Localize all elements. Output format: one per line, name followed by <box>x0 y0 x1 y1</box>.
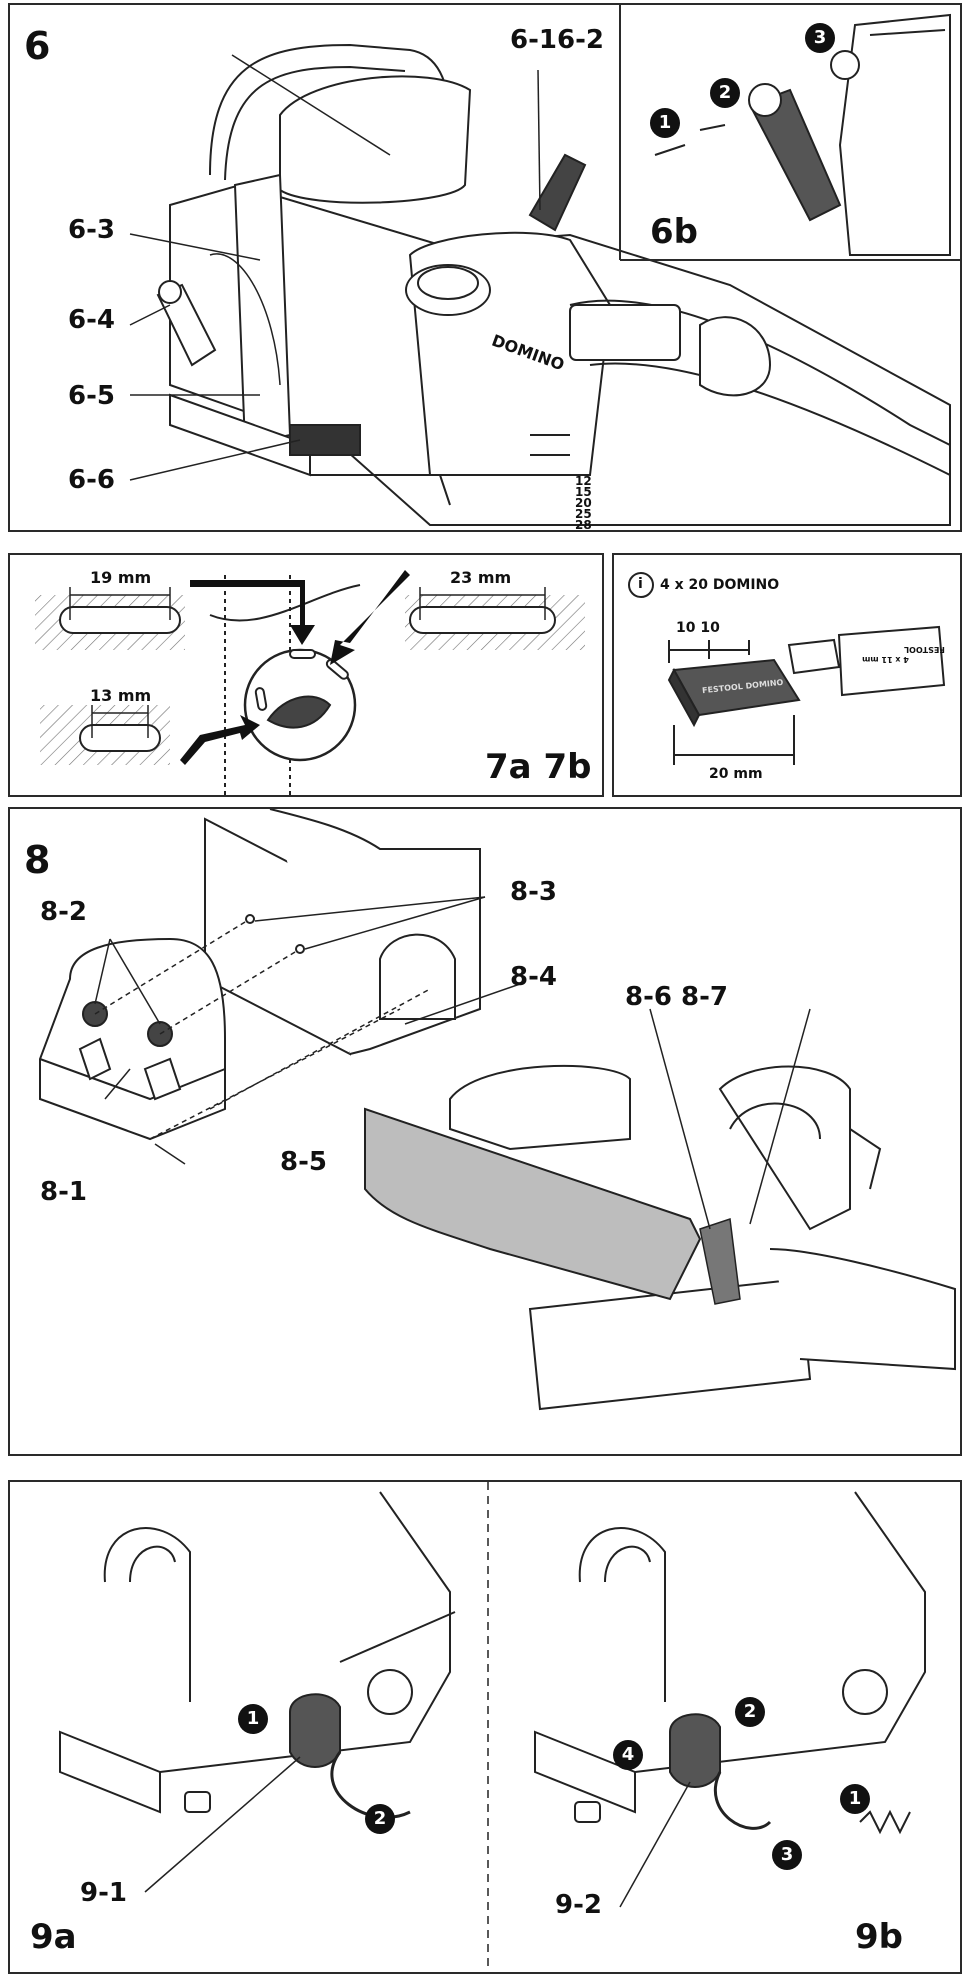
callout-label: 8-5 <box>280 1147 327 1177</box>
info-text: 4 x 20 DOMINO <box>660 577 780 593</box>
step-badge: 2 <box>710 78 740 108</box>
callout-label: 9-1 <box>80 1878 127 1908</box>
callout-label: 8-1 <box>40 1177 87 1207</box>
figure-7b-drawing <box>628 572 946 765</box>
slot-width-label: 19 mm <box>90 568 152 587</box>
inset-number: 6b <box>650 212 698 252</box>
bit-print: 4 x 11 mm <box>862 655 909 664</box>
callout-label: 8-3 <box>510 877 557 907</box>
step-badge: 1 <box>238 1704 268 1734</box>
figure-number: 7a 7b <box>485 747 592 787</box>
step-badge: 1 <box>650 108 680 138</box>
figure-6-drawing <box>129 5 960 526</box>
figure-number: 9b <box>855 1917 903 1957</box>
callout-label: 6-5 <box>68 381 115 411</box>
step-badge: 2 <box>365 1804 395 1834</box>
callout-label: 6-3 <box>68 215 115 245</box>
info-icon: i <box>638 576 643 592</box>
callout-label: 6-6 <box>68 465 115 495</box>
callout-label: 9-2 <box>555 1890 602 1920</box>
callout-label: 6-4 <box>68 305 115 335</box>
slot-width-label: 23 mm <box>450 568 512 587</box>
figure-6-panel: 6 6-3 6-4 6-5 6-6 6-16-2 DOMINO 12 15 20… <box>8 3 962 532</box>
figure-number: 9a <box>30 1917 77 1957</box>
figure-9-panel: 1 2 9-1 9a 1 2 3 4 9-2 9b <box>8 1480 962 1974</box>
figure-9-drawing <box>59 1482 926 1972</box>
step-badge: 4 <box>613 1740 643 1770</box>
figure-7a-panel: 19 mm 23 mm 13 mm 7a 7b <box>8 553 604 797</box>
slot-width-label: 13 mm <box>90 686 152 705</box>
figure-number: 6 <box>24 24 51 68</box>
scale-mark: 12 <box>575 474 592 488</box>
figure-8-panel: 8 8-2 8-3 8-4 8-6 8-7 8-1 8-5 <box>8 807 962 1456</box>
scale-mark: 15 <box>575 485 592 499</box>
step-badge: 3 <box>805 23 835 53</box>
figure-7b-panel: i 4 x 20 DOMINO 10 10 20 mm FESTOOL DOMI… <box>612 553 962 797</box>
step-badge: 1 <box>840 1784 870 1814</box>
callout-label: 8-4 <box>510 962 557 992</box>
figure-8-drawing <box>39 809 956 1411</box>
figure-7a-drawing <box>35 570 585 795</box>
callout-label: 6-16-2 <box>510 25 604 55</box>
figure-number: 8 <box>24 838 51 882</box>
bit-print: FESTOOL <box>904 645 945 654</box>
callout-label: 8-2 <box>40 897 87 927</box>
scale-mark: 28 <box>575 518 592 532</box>
scale-mark: 20 <box>575 496 592 510</box>
scale-mark: 25 <box>575 507 592 521</box>
dimension-label: 10 10 <box>676 620 720 636</box>
callout-label: 8-6 8-7 <box>625 982 728 1012</box>
step-badge: 2 <box>735 1697 765 1727</box>
dimension-label: 20 mm <box>709 766 763 782</box>
step-badge: 3 <box>772 1840 802 1870</box>
